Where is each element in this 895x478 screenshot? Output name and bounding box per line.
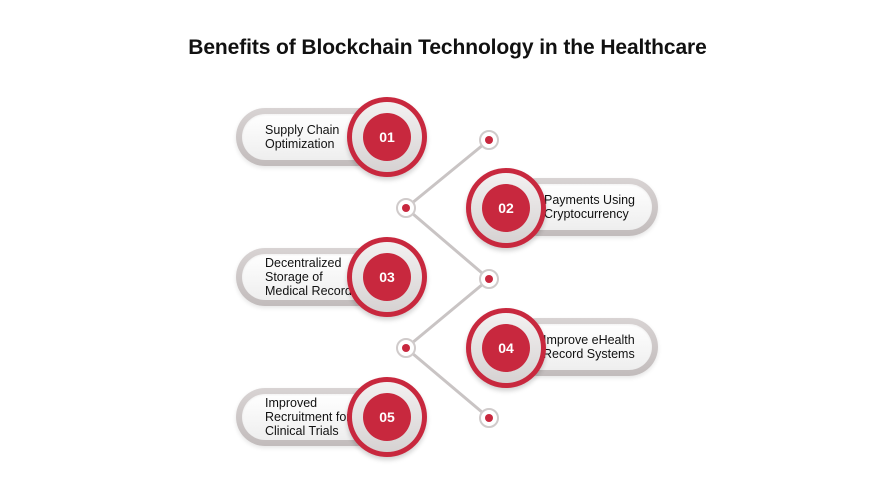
number-badge-01: 01 [347,97,427,177]
label-line: Medical Records [265,284,359,298]
badge-number: 04 [482,324,530,372]
badge-number: 01 [363,113,411,161]
label-line: Clinical Trials [265,424,339,438]
badge-number: 02 [482,184,530,232]
badge-number: 03 [363,253,411,301]
label-line: Optimization [265,137,335,151]
benefit-label-04: Improve eHealth Record Systems [543,318,635,376]
number-badge-02: 02 [466,168,546,248]
label-line: Record Systems [543,347,635,361]
benefit-label-01: Supply Chain Optimization [265,108,339,166]
label-line: Cryptocurrency [544,207,629,221]
page-title: Benefits of Blockchain Technology in the… [188,36,707,59]
label-line: Storage of [265,270,323,284]
node-4 [396,338,416,358]
label-line: Supply Chain [265,123,340,137]
label-line: Payments Using [544,193,636,207]
benefit-label-05: Improved Recruitment for Clinical Trials [265,388,350,446]
label-line: Improved [265,396,318,410]
node-3 [479,269,499,289]
label-line: Recruitment for [265,410,351,424]
label-line: Decentralized [265,256,342,270]
node-1 [479,130,499,150]
benefit-label-03: Decentralized Storage of Medical Records [265,248,358,306]
number-badge-04: 04 [466,308,546,388]
node-2 [396,198,416,218]
number-badge-05: 05 [347,377,427,457]
node-5 [479,408,499,428]
benefit-label-02: Payments Using Cryptocurrency [544,178,635,236]
number-badge-03: 03 [347,237,427,317]
badge-number: 05 [363,393,411,441]
label-line: Improve eHealth [543,333,635,347]
